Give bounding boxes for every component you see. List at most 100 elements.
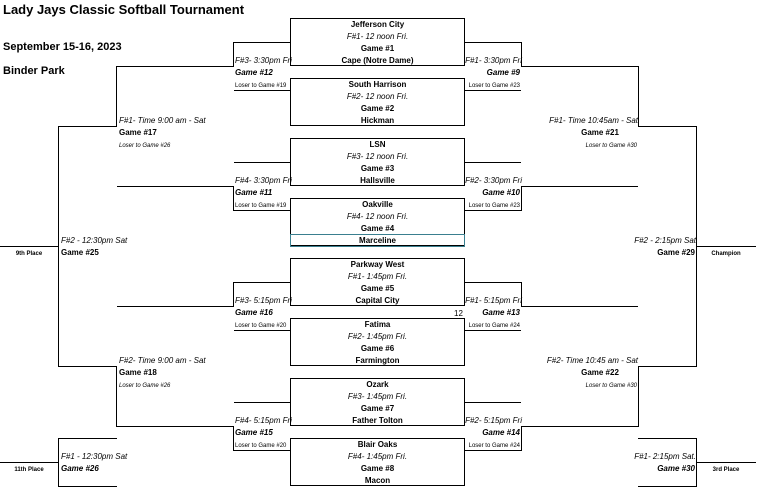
tournament-dates: September 15-16, 2023 — [3, 41, 122, 53]
team-bottom: Hallsville — [360, 176, 395, 185]
game12-time: F#3- 3:30pm Fri — [235, 56, 292, 65]
game21-number: Game #21 — [581, 128, 619, 137]
game15-time: F#4- 5:15pm Fri — [235, 416, 292, 425]
bracket-line-game16 — [233, 282, 291, 331]
game-box-3: LSN F#3- 12 noon Fri. Game #3 Hallsville — [290, 138, 465, 186]
game15-number: Game #15 — [235, 428, 273, 437]
team-top: South Harrison — [348, 80, 407, 89]
game22-time: F#2- Time 10:45 am - Sat — [546, 356, 638, 365]
game9-number: Game #9 — [486, 68, 520, 77]
game-time: F#2- 1:45pm Fri. — [347, 332, 408, 341]
game16-time: F#3- 5:15pm Fri — [235, 296, 292, 305]
game-number: Game #6 — [360, 344, 395, 353]
game-time: F#4- 12 noon Fri. — [346, 212, 409, 221]
game18-loser: Loser to Game #26 — [119, 383, 171, 389]
game18-number: Game #18 — [119, 368, 157, 377]
team-bottom: Hickman — [360, 116, 395, 125]
game14-time: F#2- 5:15pm Fri — [465, 416, 522, 425]
team-top: Jefferson City — [350, 20, 405, 29]
team-bottom: Farmington — [355, 356, 400, 365]
game-box-6: Fatima F#2- 1:45pm Fri. Game #6 Farmingt… — [290, 318, 465, 366]
bracket-line-game10 — [464, 162, 522, 211]
game-number: Game #5 — [360, 284, 395, 293]
game-box-2: South Harrison F#2- 12 noon Fri. Game #2… — [290, 78, 465, 126]
game-time: F#3- 12 noon Fri. — [346, 152, 409, 161]
game25-time: F#2 - 12:30pm Sat — [61, 236, 128, 245]
team-top: LSN — [369, 140, 386, 149]
game30-time: F#1- 2:15pm Sat. — [634, 452, 696, 461]
bracket-line-game11 — [233, 162, 291, 211]
game-box-8: Blair Oaks F#4- 1:45pm Fri. Game #8 Maco… — [290, 438, 465, 486]
game26-number: Game #26 — [61, 464, 99, 473]
game-time: F#2- 12 noon Fri. — [346, 92, 409, 101]
line-3rd-place — [696, 462, 756, 463]
game17-time: F#1- Time 9:00 am - Sat — [119, 116, 206, 125]
stray-number: 12 — [454, 309, 463, 318]
game-time: F#4- 1:45pm Fri. — [347, 452, 408, 461]
game25-number: Game #25 — [61, 248, 99, 257]
team-top: Blair Oaks — [357, 440, 398, 449]
bracket-line-game29 — [638, 126, 697, 367]
bracket-line-game15 — [233, 402, 291, 451]
team-bottom: Capital City — [355, 296, 400, 305]
game15-loser: Loser to Game #20 — [235, 443, 287, 449]
game21-loser: Loser to Game #30 — [585, 143, 637, 149]
game-number: Game #2 — [360, 104, 395, 113]
game-time: F#3- 1:45pm Fri. — [347, 392, 408, 401]
game-number: Game #1 — [360, 44, 395, 53]
bracket-line-game9 — [464, 42, 522, 91]
game30-number: Game #30 — [657, 464, 695, 473]
game-number: Game #4 — [360, 224, 395, 233]
game13-number: Game #13 — [482, 308, 520, 317]
team-bottom: Cape (Notre Dame) — [341, 56, 414, 65]
game17-loser: Loser to Game #26 — [119, 143, 171, 149]
selected-cell-outline — [290, 234, 465, 247]
game26-time: F#1 - 12:30pm Sat — [61, 452, 128, 461]
game-time: F#1- 12 noon Fri. — [346, 32, 409, 41]
game29-time: F#2 - 2:15pm Sat — [634, 236, 696, 245]
line-9th-place — [0, 246, 58, 247]
bracket-line-game22 — [521, 306, 639, 427]
game21-time: F#1- Time 10:45am - Sat — [549, 116, 638, 125]
place-11th: 11th Place — [14, 467, 44, 473]
bracket-line-game18 — [116, 306, 234, 427]
team-bottom: Father Tolton — [352, 416, 403, 425]
game16-loser: Loser to Game #20 — [235, 323, 287, 329]
game22-number: Game #22 — [581, 368, 619, 377]
game-number: Game #7 — [360, 404, 395, 413]
place-3rd: 3rd Place — [712, 467, 740, 473]
bracket-line-game12 — [233, 42, 291, 91]
game14-number: Game #14 — [482, 428, 520, 437]
game10-number: Game #10 — [482, 188, 520, 197]
place-champion: Champion — [711, 251, 741, 257]
game10-loser: Loser to Game #23 — [468, 203, 520, 209]
team-bottom: Macon — [364, 476, 391, 485]
game9-time: F#1- 3:30pm Fri — [465, 56, 522, 65]
bracket-line-game30 — [638, 438, 697, 487]
team-bottom[interactable]: Marceline — [359, 236, 396, 245]
game-time: F#1- 1:45pm Fri. — [347, 272, 408, 281]
game-box-1: Jefferson City F#1- 12 noon Fri. Game #1… — [290, 18, 465, 66]
game-box-4: Oakville F#4- 12 noon Fri. Game #4 Marce… — [290, 198, 465, 246]
game-box-7: Ozark F#3- 1:45pm Fri. Game #7 Father To… — [290, 378, 465, 426]
game22-loser: Loser to Game #30 — [585, 383, 637, 389]
team-top: Ozark — [366, 380, 389, 389]
game17-number: Game #17 — [119, 128, 157, 137]
bracket-line-game17 — [116, 66, 234, 187]
bracket-line-game21 — [521, 66, 639, 187]
game12-number: Game #12 — [235, 68, 273, 77]
team-top: Fatima — [364, 320, 391, 329]
game13-time: F#1- 5:15pm Fri — [465, 296, 522, 305]
game14-loser: Loser to Game #24 — [468, 443, 520, 449]
game16-number: Game #16 — [235, 308, 273, 317]
game11-number: Game #11 — [235, 188, 273, 197]
bracket-line-game13 — [464, 282, 522, 331]
tournament-title: Lady Jays Classic Softball Tournament — [3, 2, 245, 17]
game13-loser: Loser to Game #24 — [468, 323, 520, 329]
bracket-line-game26 — [58, 438, 117, 487]
game29-number: Game #29 — [657, 248, 695, 257]
game-number: Game #3 — [360, 164, 395, 173]
game11-loser: Loser to Game #19 — [235, 203, 287, 209]
tournament-venue: Binder Park — [3, 65, 65, 77]
place-9th: 9th Place — [15, 251, 43, 257]
